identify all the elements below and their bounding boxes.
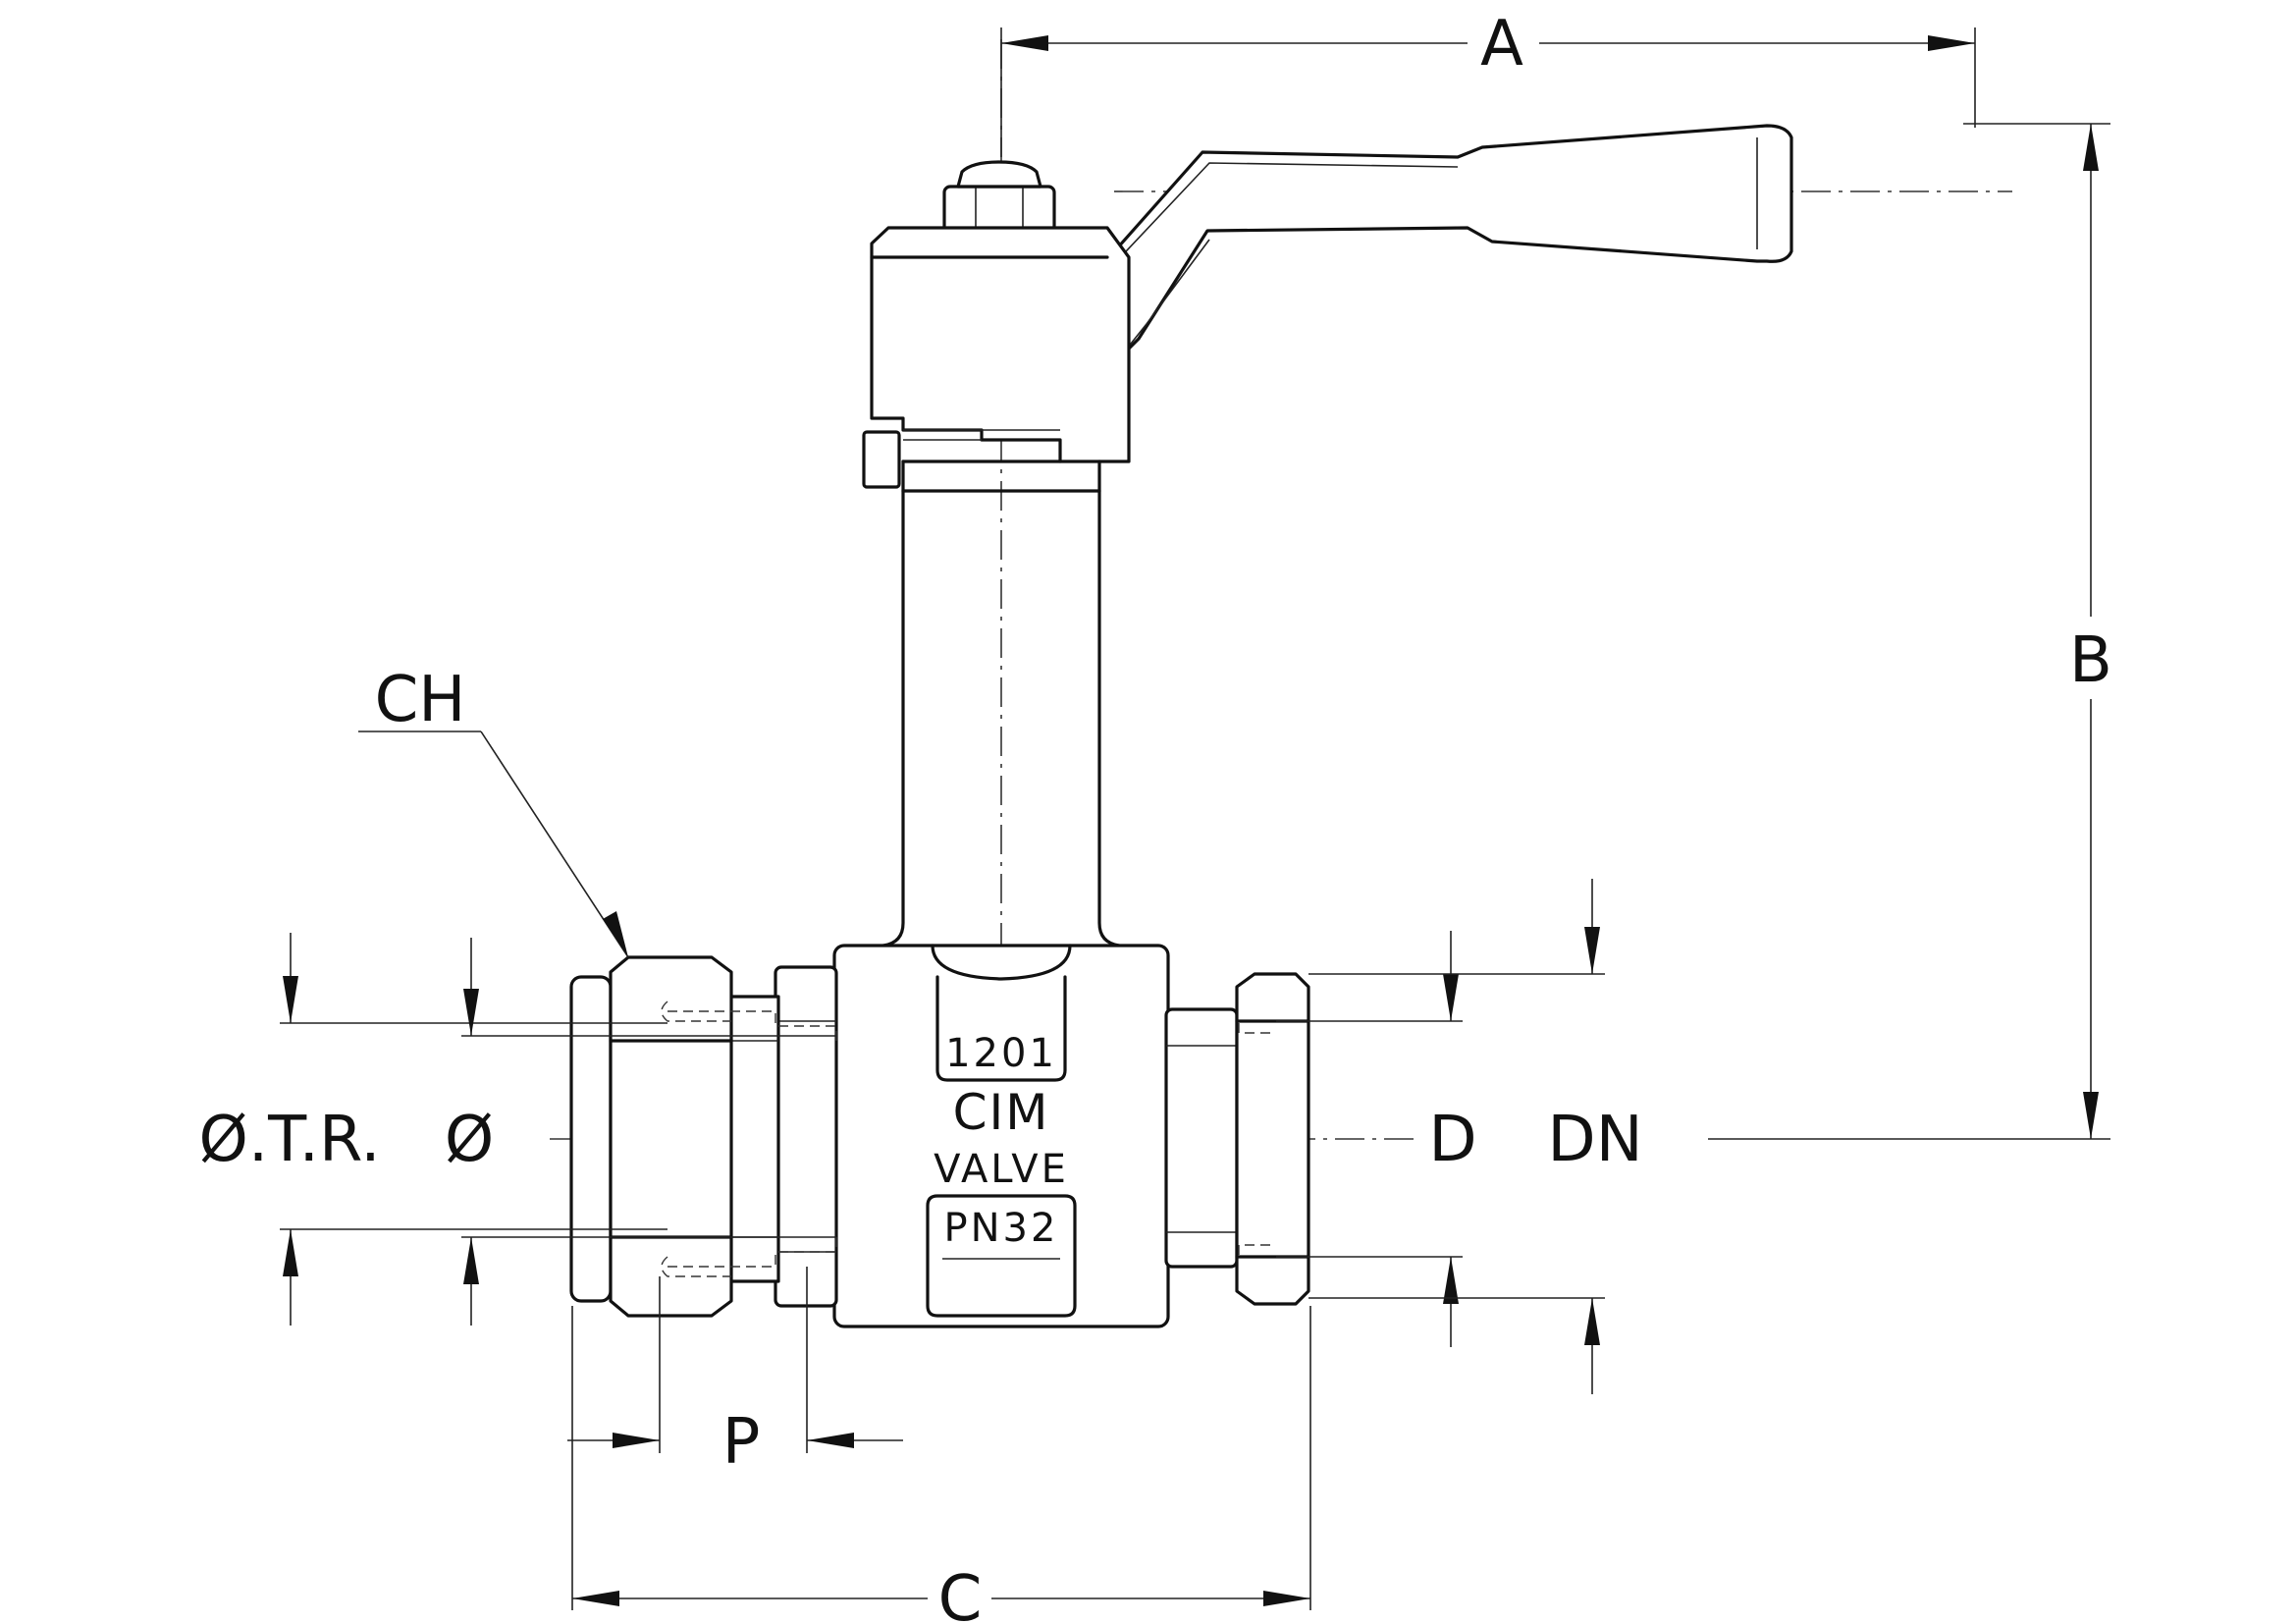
dimension-otr [280,933,667,1326]
dimension-label-c: C [938,1563,983,1624]
dimension-d [1276,931,1463,1347]
dimension-p [567,1267,903,1453]
dimension-bore [461,938,836,1326]
dimension-label-dn: DN [1547,1104,1642,1176]
dimension-label-bore: Ø [445,1104,494,1176]
dimension-label-d: D [1428,1104,1476,1176]
body-marking-model: 1201 [945,1031,1057,1076]
valve-body [832,944,1170,1328]
dimension-c [571,1306,1311,1610]
lever-handle [1107,124,1793,370]
dimension-b [1708,123,2110,1140]
dimension-label-otr: Ø.T.R. [198,1104,380,1176]
body-marking-logo: CIM [953,1084,1050,1141]
dimension-label-ch: CH [375,664,466,736]
left-compression-fitting [569,955,838,1318]
dimension-label-a: A [1480,8,1523,81]
dimension-label-b: B [2069,624,2112,697]
right-end-connection [1164,972,1310,1306]
lever-hub [862,226,1131,493]
dimension-label-p: P [722,1406,761,1479]
dimension-a [1000,27,1976,157]
body-marking-pressure: PN32 [944,1206,1059,1251]
dimension-ch [358,731,629,958]
dimension-dn [1308,879,1605,1394]
body-marking-valve: VALVE [934,1147,1069,1192]
